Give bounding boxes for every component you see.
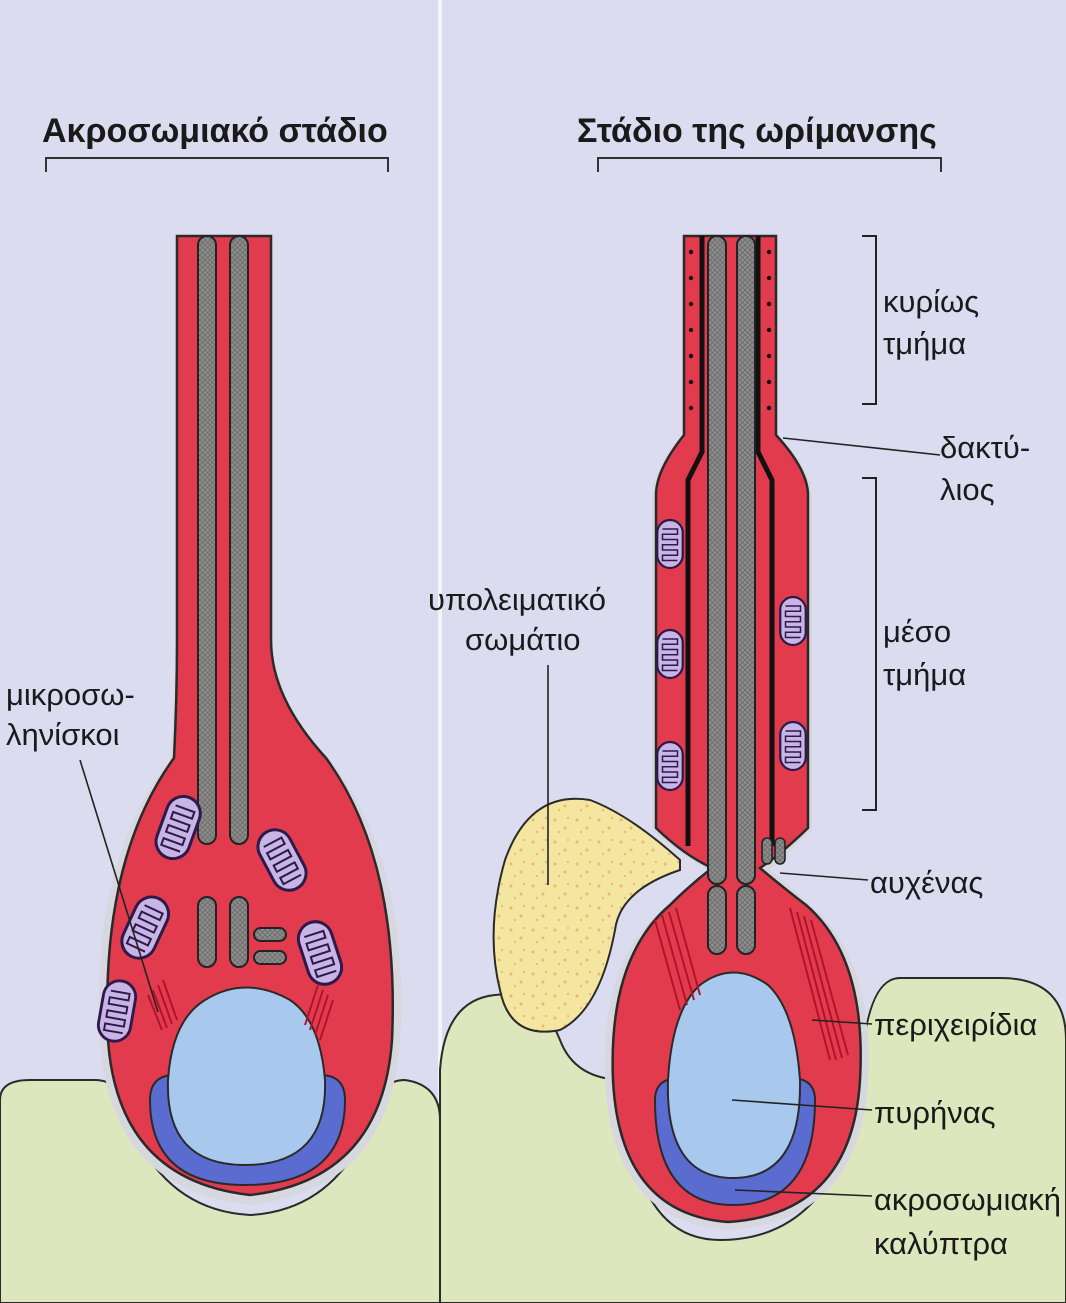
centriole-left-4 bbox=[253, 950, 287, 965]
label-acrosomal-cap-line2: καλύπτρα bbox=[874, 1226, 1008, 1261]
label-manchette: περιχειρίδια bbox=[874, 1007, 1037, 1042]
label-annulus-line1: δακτύ- bbox=[940, 430, 1030, 465]
mitochondrion-icon bbox=[778, 720, 808, 772]
mitochondrion-icon bbox=[778, 595, 808, 647]
label-mitochondria-line1: μικροσω- bbox=[6, 677, 135, 712]
centriole-left-3 bbox=[253, 927, 287, 942]
leader-manchette bbox=[811, 1019, 873, 1025]
fibrous-sheath bbox=[688, 249, 772, 411]
leader-neck bbox=[779, 872, 869, 881]
mitochondrion-icon bbox=[655, 628, 685, 680]
centriole-left bbox=[197, 896, 217, 968]
dense-fiber-left bbox=[685, 236, 705, 846]
axoneme-left-2 bbox=[229, 235, 249, 845]
leader-mitochondria bbox=[79, 759, 159, 1013]
mitochondrion-icon bbox=[655, 518, 685, 570]
label-residual-body-line1: υπολειματικό bbox=[428, 582, 606, 617]
label-acrosomal-cap-line1: ακροσωμιακή bbox=[874, 1182, 1061, 1217]
axoneme-right bbox=[707, 235, 727, 885]
left-title-bracket bbox=[45, 157, 389, 172]
centriole-right bbox=[707, 885, 727, 955]
leader-annulus bbox=[782, 437, 941, 456]
axoneme-right-2 bbox=[736, 235, 756, 885]
label-principal-piece-line1: κυρίως bbox=[883, 284, 979, 319]
leader-acrosomal-cap bbox=[734, 1189, 873, 1197]
label-neck: αυχένας bbox=[870, 865, 983, 900]
label-residual-body-line2: σωμάτιο bbox=[465, 622, 581, 657]
label-principal-piece-line2: τμήμα bbox=[883, 326, 966, 361]
axoneme-left bbox=[197, 235, 217, 845]
right-title-bracket bbox=[597, 157, 942, 172]
centriole-left-2 bbox=[229, 896, 249, 968]
dense-fiber-right bbox=[755, 236, 775, 846]
manchette-left bbox=[147, 979, 334, 1041]
nucleus-right bbox=[666, 971, 802, 1180]
nucleus-left bbox=[166, 986, 327, 1167]
centriole-right-3 bbox=[761, 837, 773, 865]
bracket-middle-piece bbox=[862, 477, 877, 811]
bracket-principal-piece bbox=[862, 235, 877, 405]
sertoli-cell-left bbox=[0, 1078, 441, 1303]
label-nucleus: πυρήνας bbox=[874, 1095, 996, 1130]
right-panel-title: Στάδιο της ωρίμανσης bbox=[577, 112, 937, 150]
left-panel-title: Ακροσωμιακό στάδιο bbox=[42, 112, 388, 150]
leader-nucleus bbox=[731, 1099, 873, 1111]
centriole-right-2 bbox=[736, 885, 756, 955]
residual-body bbox=[492, 797, 681, 1033]
label-mitochondria-line2: ληνίσκοι bbox=[6, 717, 120, 752]
label-middle-piece-line2: τμήμα bbox=[883, 657, 966, 692]
right-panel: Στάδιο της ωρίμανσης bbox=[428, 112, 1066, 1303]
mitochondrion-icon bbox=[655, 740, 685, 792]
label-middle-piece-line1: μέσο bbox=[883, 614, 951, 649]
left-panel: Ακροσωμιακό στάδιο μικ bbox=[0, 112, 441, 1303]
centriole-right-4 bbox=[774, 837, 786, 865]
manchette-right bbox=[654, 907, 849, 1061]
label-annulus-line2: λιος bbox=[940, 472, 995, 507]
